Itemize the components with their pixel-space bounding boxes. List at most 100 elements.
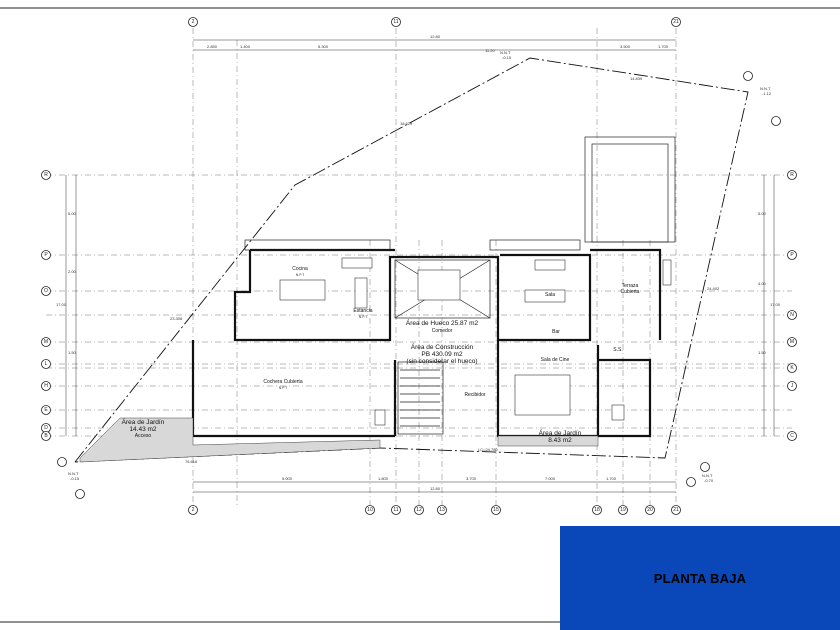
svg-text:Bar: Bar — [552, 329, 560, 335]
level-markers: N.N.T -0.15 N.N.T -1.12 N.N.T -0.15 N.N.… — [68, 50, 772, 483]
svg-text:-1.12: -1.12 — [762, 91, 772, 96]
svg-text:14.43 m2: 14.43 m2 — [129, 426, 156, 433]
svg-text:S.S.: S.S. — [613, 347, 622, 353]
svg-text:5.000: 5.000 — [282, 476, 293, 481]
svg-text:20: 20 — [647, 507, 653, 513]
svg-text:B: B — [44, 433, 48, 439]
garden-areas — [79, 417, 599, 463]
svg-text:Comedor: Comedor — [432, 328, 453, 334]
svg-text:2.00: 2.00 — [68, 269, 77, 274]
grid-bubbles-top: 2 11 21 — [188, 17, 681, 27]
svg-text:18: 18 — [594, 507, 600, 513]
svg-text:12: 12 — [416, 507, 422, 513]
svg-text:19: 19 — [620, 507, 626, 513]
svg-text:11: 11 — [393, 19, 398, 25]
svg-text:N.N.T: N.N.T — [500, 50, 511, 55]
svg-text:N.N.T: N.N.T — [68, 471, 79, 476]
svg-text:E: E — [44, 407, 48, 413]
svg-text:15: 15 — [493, 507, 499, 513]
svg-text:Sala de Cine: Sala de Cine — [541, 357, 570, 363]
svg-text:2: 2 — [192, 19, 195, 25]
svg-text:1.800: 1.800 — [378, 476, 389, 481]
svg-text:23.306: 23.306 — [170, 316, 183, 321]
svg-text:4.00: 4.00 — [758, 281, 767, 286]
svg-text:N.N.T: N.N.T — [702, 473, 713, 478]
svg-text:N.N.T: N.N.T — [760, 86, 771, 91]
svg-text:PB 430.09 m2: PB 430.09 m2 — [421, 351, 463, 358]
svg-text:18.529: 18.529 — [400, 121, 413, 126]
svg-text:N: N — [790, 312, 794, 318]
title-block: PLANTA BAJA — [560, 526, 840, 630]
svg-text:1.50: 1.50 — [68, 350, 77, 355]
dimension-left: 17.00 5.00 2.00 1.50 — [56, 175, 77, 436]
svg-text:L: L — [45, 361, 48, 367]
svg-text:J: J — [791, 383, 794, 389]
svg-text:12.80: 12.80 — [430, 34, 441, 39]
svg-text:K: K — [790, 365, 794, 371]
svg-text:R: R — [790, 172, 794, 178]
svg-text:Terraza: Terraza — [622, 283, 639, 289]
svg-text:Cubierta: Cubierta — [621, 289, 640, 295]
svg-text:1.700: 1.700 — [606, 476, 617, 481]
svg-text:(sin considerar el hueco): (sin considerar el hueco) — [406, 358, 477, 365]
sheet-title: PLANTA BAJA — [653, 570, 747, 586]
svg-text:Sala: Sala — [545, 292, 555, 298]
svg-text:Cochera Cubierta: Cochera Cubierta — [263, 379, 302, 385]
svg-text:Área de Construcción: Área de Construcción — [411, 342, 474, 351]
svg-text:1.50: 1.50 — [758, 350, 767, 355]
svg-text:Área de Jardín: Área de Jardín — [539, 428, 582, 437]
svg-text:5.00: 5.00 — [68, 211, 77, 216]
svg-text:M: M — [44, 339, 48, 345]
svg-text:Recibidor: Recibidor — [464, 392, 485, 398]
svg-text:N.P.T: N.P.T — [279, 386, 288, 390]
svg-text:11.20: 11.20 — [485, 48, 495, 53]
svg-text:Acceso: Acceso — [135, 433, 152, 439]
svg-text:3.500: 3.500 — [620, 44, 631, 49]
dimension-top: 12.80 2.850 1.400 5.300 3.500 1.700 — [193, 34, 676, 51]
room-labels: Cocina N.P.T Estancia N.P.T Comedor Sala… — [122, 266, 640, 444]
svg-text:C: C — [790, 433, 794, 439]
grid-vertical-lines — [192, 28, 677, 505]
svg-text:7.000: 7.000 — [545, 476, 556, 481]
svg-text:13: 13 — [439, 507, 445, 513]
svg-text:LC=24.780: LC=24.780 — [478, 447, 498, 452]
svg-text:Área de Hueco 25.87 m2: Área de Hueco 25.87 m2 — [406, 318, 479, 327]
dimension-bottom: 5.000 1.800 3.700 7.000 1.700 12.80 — [193, 476, 676, 493]
furniture — [279, 257, 672, 426]
stairs — [400, 369, 440, 427]
building-walls — [191, 239, 662, 438]
svg-text:11: 11 — [393, 507, 398, 513]
svg-text:2.850: 2.850 — [207, 44, 218, 49]
svg-text:10: 10 — [367, 507, 373, 513]
svg-text:12.80: 12.80 — [430, 486, 441, 491]
svg-text:Área de Jardín: Área de Jardín — [122, 417, 165, 426]
svg-text:17.00: 17.00 — [56, 302, 67, 307]
svg-text:H: H — [44, 383, 48, 389]
svg-text:-0.15: -0.15 — [70, 476, 80, 481]
svg-text:-0.15: -0.15 — [502, 55, 512, 60]
svg-text:17.00: 17.00 — [770, 302, 781, 307]
svg-text:1.400: 1.400 — [240, 44, 251, 49]
svg-text:R: R — [44, 172, 48, 178]
terrace-top-structure — [584, 136, 676, 243]
svg-text:24.402: 24.402 — [707, 286, 720, 291]
svg-text:N.P.T: N.P.T — [296, 273, 305, 277]
grid-bubbles-right: R P N M K J C — [787, 170, 797, 441]
svg-text:-0.70: -0.70 — [704, 478, 714, 483]
svg-text:14.839: 14.839 — [630, 76, 643, 81]
svg-text:Estancia: Estancia — [353, 308, 372, 314]
svg-text:2: 2 — [192, 507, 195, 513]
svg-text:O: O — [44, 288, 48, 294]
corner-markers — [57, 71, 781, 499]
svg-text:8.43 m2: 8.43 m2 — [548, 437, 572, 444]
svg-text:21: 21 — [673, 507, 679, 513]
svg-text:1.700: 1.700 — [658, 44, 669, 49]
svg-text:P: P — [44, 252, 48, 258]
svg-text:Cocina: Cocina — [292, 266, 308, 272]
svg-text:P: P — [790, 252, 794, 258]
svg-text:M: M — [790, 339, 794, 345]
svg-text:5.00: 5.00 — [758, 211, 767, 216]
svg-text:3.700: 3.700 — [466, 476, 477, 481]
grid-bubbles-bottom: 2 10 11 12 13 15 18 19 20 21 — [188, 505, 681, 515]
svg-text:5.300: 5.300 — [318, 44, 329, 49]
